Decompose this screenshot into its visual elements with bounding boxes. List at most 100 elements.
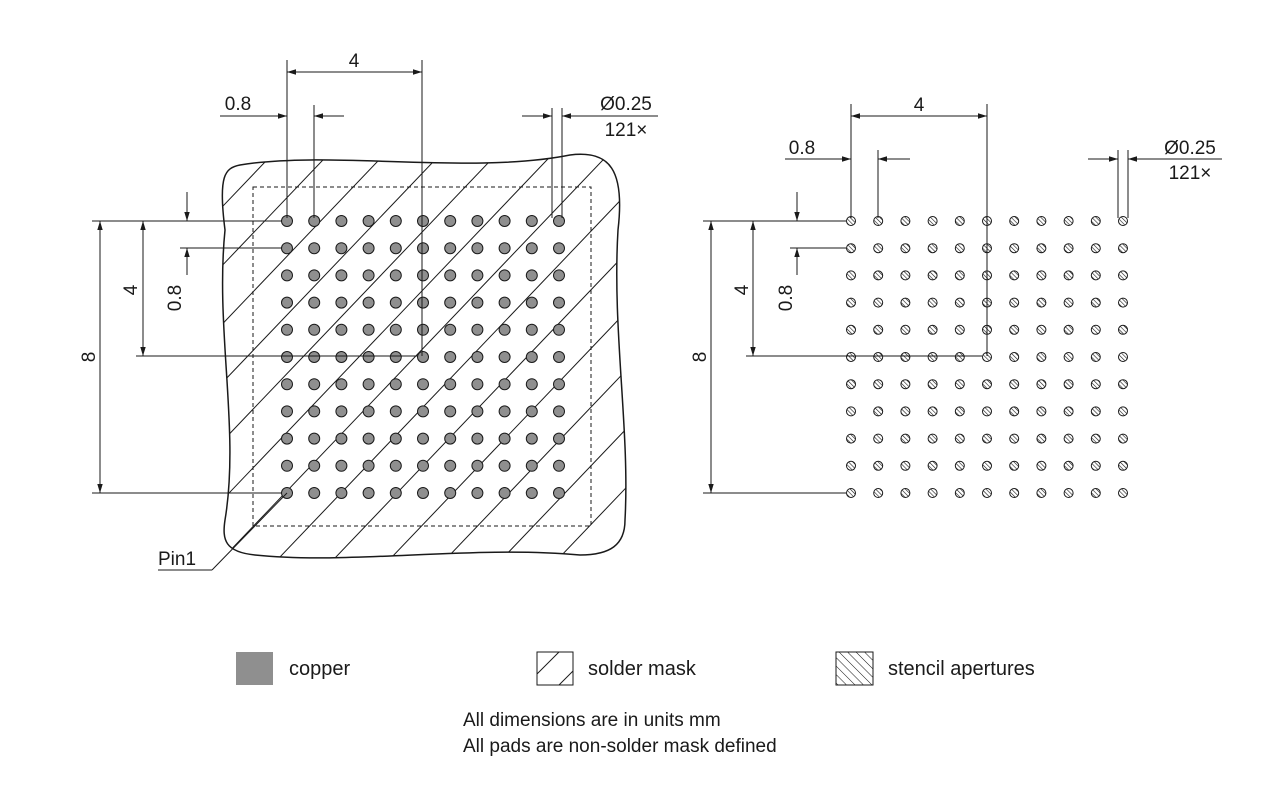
copper-pad [389,323,402,336]
stencil-aperture [927,488,938,498]
copper-pad [389,269,402,282]
copper-pad [308,487,321,499]
stencil-aperture [873,352,884,362]
stencil-aperture [846,352,856,362]
copper-pad [471,296,484,309]
dim-label-4: 4 [349,51,360,72]
stencil-aperture [846,270,856,281]
stencil-aperture [900,379,911,390]
stencil-aperture [1090,243,1101,254]
stencil-aperture [982,433,992,444]
copper-pad [308,269,321,282]
stencil-aperture [900,433,911,444]
stencil-aperture [1009,243,1020,254]
dim-top-pitch08-right: 0.8 [785,138,910,218]
copper-pad [362,323,375,336]
copper-pad [335,351,348,363]
stencil-aperture [954,243,965,254]
stencil-aperture [1118,216,1128,226]
note-units: All dimensions are in units mm [463,710,721,731]
copper-pad [362,269,375,282]
copper-pad [308,432,321,445]
stencil-aperture [900,352,911,362]
stencil-aperture [1036,297,1047,308]
copper-pad [335,296,348,309]
copper-pad [362,242,375,255]
dim-label-08: 0.8 [225,94,251,115]
copper-pad [417,351,429,363]
copper-pad [471,269,484,282]
dim-label-8: 8 [79,352,100,363]
copper-pad [471,432,484,445]
copper-pad [471,378,484,391]
legend-item-solder-mask: solder mask [536,651,697,686]
dim-label-count: 121× [605,120,648,141]
copper-pad [498,378,511,391]
dim-label-08-vertical: 0.8 [165,285,186,311]
dim-left-4: 4 [121,221,418,357]
copper-pad [389,351,402,363]
solder-mask-hatch-line [650,140,1070,580]
stencil-aperture [954,297,965,308]
legend-label-stencil: stencil apertures [888,658,1035,680]
stencil-aperture [1063,270,1074,281]
legend-item-copper: copper [236,652,350,685]
stencil-aperture [1063,216,1074,226]
stencil-aperture [1118,460,1128,471]
copper-pad [444,269,457,282]
stencil-aperture [1063,379,1074,390]
copper-pad [362,459,375,472]
copper-pad [553,269,565,282]
copper-pad [498,459,511,472]
dim-label-4-vertical-right: 4 [732,284,753,295]
copper-pad [498,269,511,282]
copper-pad [362,432,375,445]
copper-pad [498,432,511,445]
copper-pad [417,269,429,282]
stencil-aperture [982,379,992,390]
copper-pad [498,242,511,255]
copper-pad [417,215,429,227]
copper-pad [498,405,511,418]
stencil-aperture [1090,460,1101,471]
copper-pad [553,351,565,363]
copper-pad [335,405,348,418]
copper-pad [525,323,538,336]
copper-pad [553,487,565,499]
legend-label-solder-mask: solder mask [588,658,697,680]
stencil-aperture [846,297,856,308]
stencil-aperture [873,324,884,335]
copper-pad [444,323,457,336]
copper-pad [335,242,348,255]
copper-pad [525,351,538,363]
dim-label-8-right: 8 [690,352,711,363]
copper-pad [444,405,457,418]
copper-pad [389,432,402,445]
copper-pad [553,405,565,418]
copper-pad [281,269,293,282]
copper-pad [498,351,511,363]
stencil-aperture [900,270,911,281]
copper-pad [525,215,538,227]
copper-pad [553,432,565,445]
stencil-aperture [900,243,911,254]
copper-pad [417,242,429,255]
stencil-aperture [954,352,965,362]
stencil-aperture [846,324,856,335]
solder-mask-hatch-line [222,154,231,558]
copper-pad [417,323,429,336]
dim-top-pitch4: 4 [286,51,423,356]
dim-label-4-vertical: 4 [121,284,142,295]
stencil-aperture [1118,379,1128,390]
copper-pad [335,459,348,472]
copper-pad [525,432,538,445]
right-view: 4 0.8 Ø0.25 121× 8 4 [690,95,1222,498]
copper-pad [471,459,484,472]
stencil-aperture [1009,488,1020,498]
copper-pad [389,378,402,391]
copper-pad [525,405,538,418]
copper-pad [362,378,375,391]
copper-pad [498,487,511,499]
copper-pad [281,378,293,391]
copper-pad [389,296,402,309]
